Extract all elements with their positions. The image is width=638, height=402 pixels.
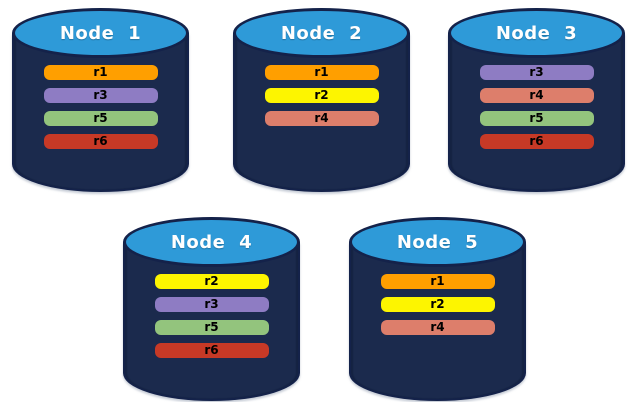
region-bar-r6: r6	[154, 343, 269, 358]
node-cylinder-4: Node 4 r2 r3 r5 r6	[123, 217, 300, 401]
region-bar-r5: r5	[154, 320, 269, 335]
node-cylinder-5: Node 5 r1 r2 r4	[349, 217, 526, 401]
region-bar-r3: r3	[43, 88, 158, 103]
node-label: Node 3	[495, 22, 578, 44]
region-bar-r4: r4	[479, 88, 594, 103]
region-bar-list: r3 r4 r5 r6	[479, 65, 594, 149]
region-bar-r6: r6	[479, 134, 594, 149]
cylinder-top-ellipse: Node 5	[349, 217, 526, 267]
region-bar-r6: r6	[43, 134, 158, 149]
node-cylinder-2: Node 2 r1 r2 r4	[233, 8, 410, 192]
region-bar-list: r1 r2 r4	[380, 274, 495, 335]
cylinder-top-ellipse: Node 4	[123, 217, 300, 267]
region-bar-list: r1 r3 r5 r6	[43, 65, 158, 149]
node-cylinder-3: Node 3 r3 r4 r5 r6	[448, 8, 625, 192]
node-label: Node 5	[396, 231, 479, 253]
region-bar-r1: r1	[264, 65, 379, 80]
region-bar-r5: r5	[479, 111, 594, 126]
node-cylinder-1: Node 1 r1 r3 r5 r6	[12, 8, 189, 192]
cylinder-top-ellipse: Node 2	[233, 8, 410, 58]
region-bar-r3: r3	[479, 65, 594, 80]
node-label: Node 4	[170, 231, 253, 253]
cylinder-top-ellipse: Node 1	[12, 8, 189, 58]
node-label: Node 1	[59, 22, 142, 44]
region-bar-r3: r3	[154, 297, 269, 312]
region-bar-list: r1 r2 r4	[264, 65, 379, 126]
node-label: Node 2	[280, 22, 363, 44]
region-bar-r1: r1	[43, 65, 158, 80]
region-bar-r1: r1	[380, 274, 495, 289]
region-bar-r2: r2	[154, 274, 269, 289]
region-bar-r4: r4	[380, 320, 495, 335]
region-bar-r4: r4	[264, 111, 379, 126]
region-bar-r2: r2	[264, 88, 379, 103]
cylinder-top-ellipse: Node 3	[448, 8, 625, 58]
region-bar-r5: r5	[43, 111, 158, 126]
region-bar-list: r2 r3 r5 r6	[154, 274, 269, 358]
region-bar-r2: r2	[380, 297, 495, 312]
